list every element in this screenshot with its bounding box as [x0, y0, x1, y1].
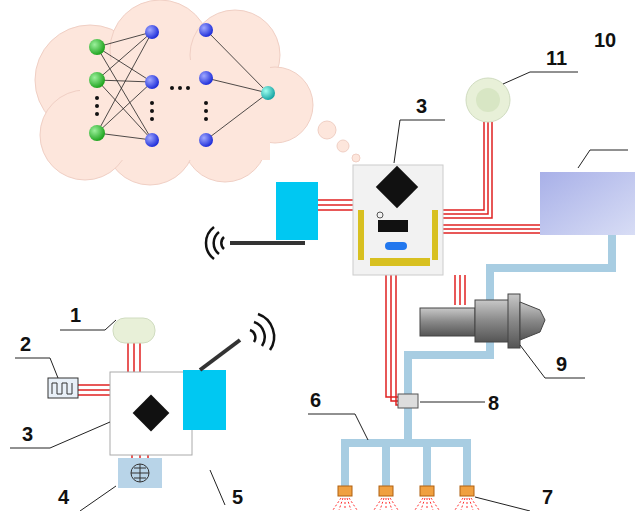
- callout-number: 3: [22, 424, 33, 444]
- leader-lines: [10, 72, 628, 511]
- spray: [333, 498, 341, 510]
- callout-number: 3: [416, 96, 427, 116]
- controller-board: [353, 165, 443, 275]
- pump: [420, 294, 545, 348]
- callout-number: 1: [70, 305, 81, 325]
- nozzles: [333, 486, 479, 510]
- callout-number: 5: [232, 487, 243, 507]
- callout-number: 7: [542, 487, 553, 507]
- spray: [374, 498, 382, 510]
- callout-number: 2: [20, 334, 31, 354]
- tank: [540, 172, 635, 235]
- gps-module: [118, 458, 162, 488]
- wireless-module: [276, 182, 318, 240]
- wires: [78, 122, 540, 458]
- spray: [386, 498, 387, 510]
- callout-number: 6: [310, 390, 321, 410]
- thought-cloud: [35, 0, 360, 185]
- nozzle: [420, 486, 434, 496]
- spray: [380, 498, 384, 510]
- spray: [349, 498, 357, 510]
- spray: [467, 498, 468, 510]
- spray: [345, 498, 346, 510]
- spray: [390, 498, 398, 510]
- spray: [461, 498, 465, 510]
- humidity-sensor: [48, 378, 78, 398]
- callout-number: 11: [546, 48, 567, 68]
- spray: [429, 498, 433, 510]
- antenna: [200, 314, 274, 370]
- spray: [388, 498, 392, 510]
- spray: [431, 498, 439, 510]
- wireless-module: [183, 370, 226, 430]
- nozzle: [379, 486, 393, 496]
- spray: [339, 498, 343, 510]
- callout-number: 9: [556, 354, 567, 374]
- valve: [398, 394, 418, 408]
- spray: [421, 498, 425, 510]
- callout-number: 4: [58, 487, 69, 507]
- spray: [455, 498, 463, 510]
- nozzle: [338, 486, 352, 496]
- neural-network: [89, 23, 275, 147]
- sensor: [466, 78, 510, 122]
- spray: [427, 498, 428, 510]
- sensor: [113, 318, 155, 343]
- node-board: [110, 372, 192, 455]
- callout-number: 10: [594, 30, 616, 50]
- spray: [347, 498, 351, 510]
- nozzle: [460, 486, 474, 496]
- antenna: [206, 227, 305, 259]
- spray: [471, 498, 479, 510]
- spray: [469, 498, 473, 510]
- spray: [415, 498, 423, 510]
- callout-number: 8: [488, 393, 499, 413]
